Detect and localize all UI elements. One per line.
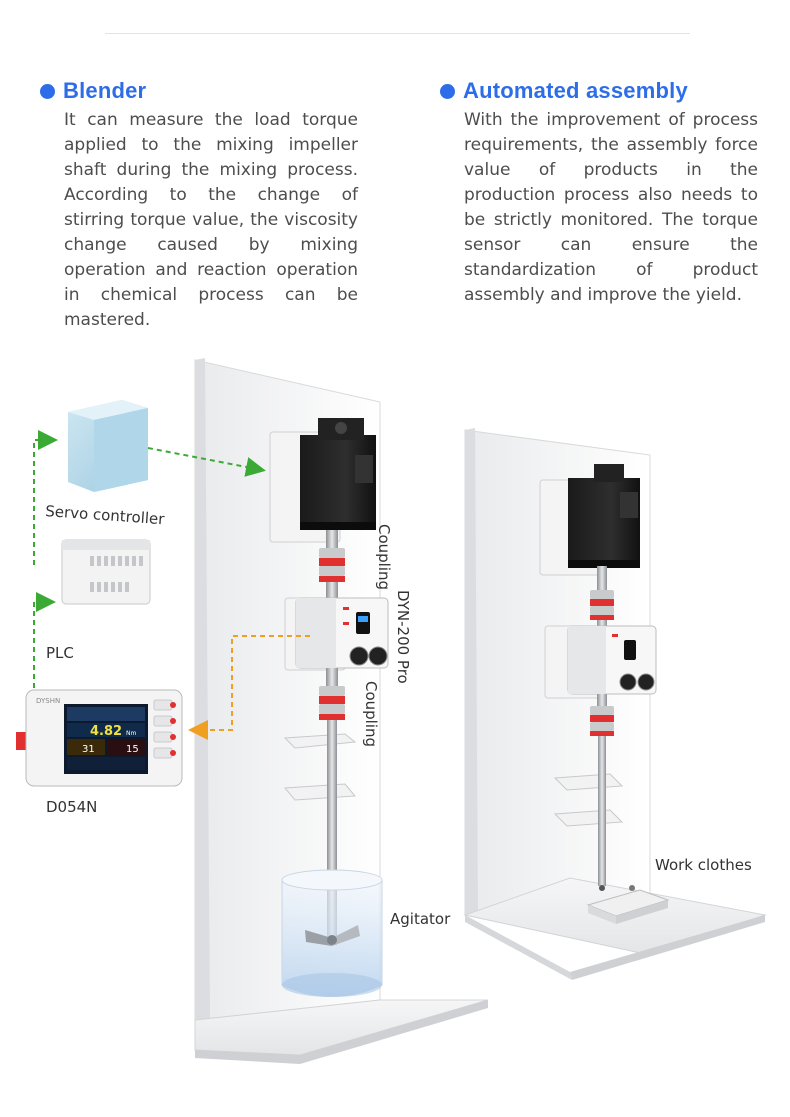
servo-controller-device xyxy=(68,400,148,492)
impeller xyxy=(305,925,360,946)
section-header: Automated assembly xyxy=(440,78,740,104)
torque-sensor xyxy=(295,597,389,669)
display-main-unit: Nm xyxy=(126,730,136,737)
plc-device xyxy=(61,539,151,605)
section-title: Blender xyxy=(63,78,147,103)
workpiece-fixture xyxy=(586,885,670,924)
lower-coupling xyxy=(590,706,614,736)
torque-sensor xyxy=(567,625,657,695)
d054n-display-device: DYSHN 4.82 Nm 31 15 xyxy=(16,689,183,787)
shaft-bracket xyxy=(283,783,357,801)
arrow-plc-to-controller xyxy=(33,430,58,565)
display-speed-value: 31 xyxy=(82,744,95,755)
display-main-value: 4.82 xyxy=(90,724,122,739)
shaft-bracket xyxy=(283,733,357,749)
section-header: Blender xyxy=(40,78,340,104)
impeller-shaft xyxy=(327,720,337,945)
top-divider xyxy=(105,33,690,34)
section-blender: Blender It can measure the load torque a… xyxy=(40,78,358,333)
section-description: With the improvement of process requirem… xyxy=(464,110,758,305)
display-brand: DYSHN xyxy=(36,697,60,705)
label-coupling-bottom: Coupling xyxy=(362,681,380,748)
label-d054n: D054N xyxy=(46,798,98,816)
beaker xyxy=(281,869,383,997)
bullet-dot-icon xyxy=(40,83,55,99)
section-automated-assembly: Automated assembly With the improvement … xyxy=(440,78,758,308)
section-description: It can measure the load torque applied t… xyxy=(64,110,358,330)
servo-motor xyxy=(568,464,640,568)
bullet-dot-icon xyxy=(440,83,455,99)
label-work-clothes: Work clothes xyxy=(655,856,752,874)
arrow-sensor-to-display xyxy=(188,635,310,740)
display-speed2-value: 15 xyxy=(126,744,139,755)
illustration-area: DYSHN 4.82 Nm 31 15 xyxy=(0,340,790,1117)
arrow-controller-to-motor xyxy=(147,447,266,477)
servo-motor xyxy=(300,418,376,530)
signal-connections xyxy=(33,430,310,740)
screw-shaft xyxy=(598,736,606,886)
application-illustration: DYSHN 4.82 Nm 31 15 xyxy=(16,358,767,1064)
upper-coupling xyxy=(590,590,614,620)
label-dyn-model: DYN-200 Pro xyxy=(394,590,412,684)
upper-coupling xyxy=(319,548,345,582)
section-title: Automated assembly xyxy=(463,78,688,103)
label-agitator: Agitator xyxy=(390,910,451,928)
lower-coupling xyxy=(319,686,345,720)
label-coupling-top: Coupling xyxy=(375,524,393,591)
label-plc: PLC xyxy=(46,644,74,662)
arrow-display-to-plc xyxy=(33,592,56,688)
